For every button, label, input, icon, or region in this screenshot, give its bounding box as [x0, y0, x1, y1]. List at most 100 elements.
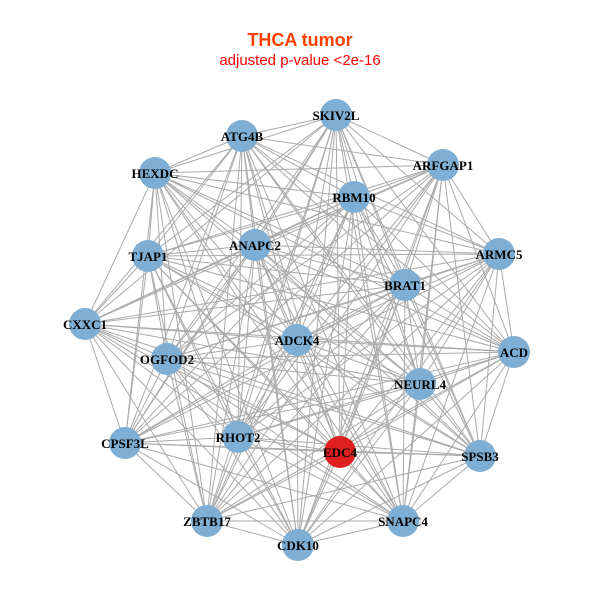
edge-HEXDC-CPSF3L: [124, 172, 156, 444]
edge-ARFGAP1-OGFOD2: [166, 164, 444, 360]
node-label: ATG4B: [221, 129, 264, 144]
edge-ARMC5-ZBTB17: [206, 253, 500, 522]
node-circle: [498, 336, 530, 368]
edge-RBM10-RHOT2: [237, 196, 355, 438]
edge-OGFOD2-RHOT2: [166, 358, 239, 438]
edge-ACD-CPSF3L: [124, 351, 515, 444]
node-label: CPSF3L: [101, 436, 149, 451]
node-edc4: EDC4: [323, 436, 357, 468]
edge-ADCK4-CDK10: [296, 339, 299, 546]
edge-ARFGAP1-ZBTB17: [206, 164, 444, 522]
edge-HEXDC-CDK10: [154, 172, 299, 546]
node-label: ANAPC2: [229, 238, 281, 253]
edge-BRAT1-ZBTB17: [206, 284, 406, 522]
edge-RHOT2-EDC4: [237, 436, 341, 453]
node-label: ADCK4: [275, 333, 320, 348]
edge-HEXDC-ANAPC2: [154, 172, 256, 246]
edge-SKIV2L-ACD: [335, 114, 515, 353]
edge-OGFOD2-EDC4: [166, 358, 341, 453]
edge-ARMC5-CDK10: [297, 253, 500, 546]
edge-TJAP1-ZBTB17: [147, 255, 208, 522]
edge-ARMC5-SPSB3: [479, 253, 500, 457]
edge-HEXDC-RBM10: [154, 172, 355, 198]
node-label: RHOT2: [216, 430, 261, 445]
edge-HEXDC-SNAPC4: [154, 172, 404, 522]
edge-ANAPC2-BRAT1: [254, 244, 406, 286]
node-hexdc: HEXDC: [132, 157, 178, 189]
edge-ANAPC2-ARMC5: [254, 244, 500, 255]
edge-BRAT1-OGFOD2: [166, 284, 406, 360]
edge-ARMC5-SNAPC4: [402, 253, 500, 522]
edge-TJAP1-BRAT1: [147, 255, 406, 286]
node-circle: [389, 269, 421, 301]
node-acd: ACD: [498, 336, 530, 368]
node-circle: [387, 505, 419, 537]
edge-TJAP1-ACD: [147, 255, 515, 353]
node-tjap1: TJAP1: [129, 240, 168, 272]
edge-BRAT1-EDC4: [339, 284, 406, 453]
edge-ARMC5-CPSF3L: [124, 253, 500, 444]
edge-ACD-OGFOD2: [166, 351, 515, 360]
edge-SKIV2L-ATG4B: [241, 114, 337, 137]
edge-BRAT1-CPSF3L: [124, 284, 406, 444]
edge-RBM10-ARMC5: [353, 196, 500, 255]
edge-HEXDC-ARMC5: [154, 172, 500, 255]
edge-ARFGAP1-ARMC5: [442, 164, 500, 255]
node-circle: [226, 120, 258, 152]
edge-ATG4B-BRAT1: [241, 135, 406, 286]
edge-CXXC1-RHOT2: [84, 323, 239, 438]
edge-SNAPC4-CDK10: [297, 520, 404, 546]
node-circle: [483, 238, 515, 270]
node-snapc4: SNAPC4: [378, 505, 428, 537]
edge-ARFGAP1-SPSB3: [442, 164, 481, 457]
edge-NEURL4-CPSF3L: [124, 383, 421, 444]
edge-EDC4-ZBTB17: [206, 451, 341, 522]
edge-NEURL4-ZBTB17: [206, 383, 421, 522]
edge-BRAT1-ADCK4: [296, 284, 406, 341]
edge-CXXC1-ZBTB17: [84, 323, 208, 522]
edge-HEXDC-SPSB3: [154, 172, 481, 457]
edge-OGFOD2-SNAPC4: [166, 358, 404, 522]
edge-ACD-CDK10: [297, 351, 515, 546]
edge-BRAT1-CXXC1: [84, 284, 406, 325]
edge-ADCK4-OGFOD2: [166, 339, 298, 360]
node-circle: [464, 440, 496, 472]
node-label: OGFOD2: [140, 352, 194, 367]
node-arfgap1: ARFGAP1: [413, 149, 473, 181]
node-zbtb17: ZBTB17: [183, 505, 231, 537]
edge-SKIV2L-EDC4: [335, 114, 341, 453]
edge-ADCK4-ACD: [296, 339, 515, 353]
chart-subtitle: adjusted p-value <2e-16: [219, 52, 381, 69]
edge-CXXC1-NEURL4: [84, 323, 421, 385]
edge-ARFGAP1-ACD: [442, 164, 515, 353]
edge-RBM10-CPSF3L: [124, 196, 355, 444]
edge-ATG4B-ZBTB17: [206, 135, 243, 522]
edge-ATG4B-TJAP1: [147, 135, 243, 257]
node-circle: [282, 529, 314, 561]
edge-RHOT2-SPSB3: [237, 436, 481, 457]
edge-ATG4B-CPSF3L: [124, 135, 243, 444]
edge-ATG4B-SPSB3: [241, 135, 481, 457]
edge-HEXDC-OGFOD2: [154, 172, 168, 360]
edge-HEXDC-ACD: [154, 172, 515, 353]
node-circle: [69, 308, 101, 340]
node-label: ARMC5: [476, 247, 523, 262]
edge-ACD-SPSB3: [479, 351, 515, 457]
edge-ANAPC2-ACD: [254, 244, 515, 353]
edge-ADCK4-EDC4: [296, 339, 341, 453]
edge-TJAP1-ANAPC2: [147, 244, 256, 257]
edge-ATG4B-RBM10: [241, 135, 355, 198]
edge-CXXC1-CPSF3L: [84, 323, 126, 444]
nodes: SKIV2LATG4BARFGAP1HEXDCRBM10TJAP1ANAPC2A…: [63, 99, 530, 561]
edge-RBM10-SNAPC4: [353, 196, 404, 522]
edge-TJAP1-OGFOD2: [147, 255, 168, 360]
node-atg4b: ATG4B: [221, 120, 264, 152]
edge-HEXDC-BRAT1: [154, 172, 406, 286]
node-label: CDK10: [277, 538, 319, 553]
edge-EDC4-CDK10: [297, 451, 341, 546]
edge-BRAT1-NEURL4: [404, 284, 421, 385]
node-circle: [427, 149, 459, 181]
edge-NEURL4-SNAPC4: [402, 383, 421, 522]
edge-ANAPC2-CDK10: [254, 244, 299, 546]
edge-ADCK4-SNAPC4: [296, 339, 404, 522]
